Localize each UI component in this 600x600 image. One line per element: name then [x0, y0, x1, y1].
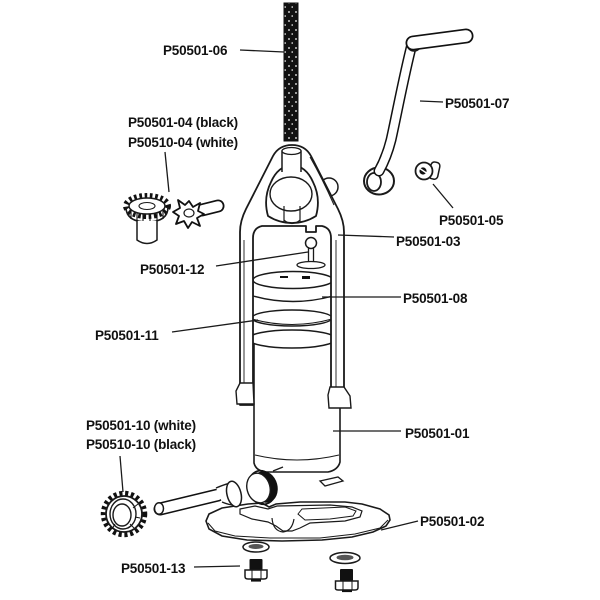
- frame-drawing: [235, 144, 352, 409]
- part-label-knob-black: P50501-04 (black): [128, 115, 238, 130]
- part-label-rod: P50501-06: [163, 43, 228, 58]
- knob-drawing: [123, 193, 171, 245]
- stuffing-tube-drawing: [153, 480, 243, 516]
- star-gear-drawing: [172, 199, 225, 229]
- ring-nut-drawing: [100, 490, 148, 538]
- washer-drawing: [242, 541, 361, 565]
- leader-lines: [119, 49, 454, 568]
- spout-drawing: [246, 466, 284, 506]
- base-drawing: [205, 501, 391, 542]
- part-label-nut-black: P50510-10 (black): [86, 437, 196, 452]
- screw-drawing: [414, 161, 441, 181]
- part-label-nut-white: P50501-10 (white): [86, 418, 196, 433]
- part-label-knob-white: P50510-04 (white): [128, 135, 238, 150]
- part-label-cylinder: P50501-01: [405, 426, 470, 441]
- part-label-rings: P50501-11: [95, 328, 159, 343]
- part-label-screw: P50501-05: [439, 213, 504, 228]
- part-labels: P50501-06 P50501-07 P50501-04 (black) P5…: [86, 43, 509, 576]
- threaded-rod-drawing: [283, 2, 299, 142]
- part-label-base: P50501-02: [420, 514, 484, 529]
- part-label-frame: P50501-03: [396, 234, 461, 249]
- cylinder-drawing: [253, 341, 345, 487]
- crank-handle-drawing: [363, 28, 474, 196]
- plate-stack-drawing: [247, 270, 337, 349]
- part-label-bolt: P50501-13: [121, 561, 186, 576]
- bolt-drawing: [244, 559, 359, 593]
- piston-rod-drawing: [296, 236, 326, 270]
- part-label-piston: P50501-12: [140, 262, 204, 277]
- part-label-crank: P50501-07: [445, 96, 509, 111]
- part-label-plate: P50501-08: [403, 291, 468, 306]
